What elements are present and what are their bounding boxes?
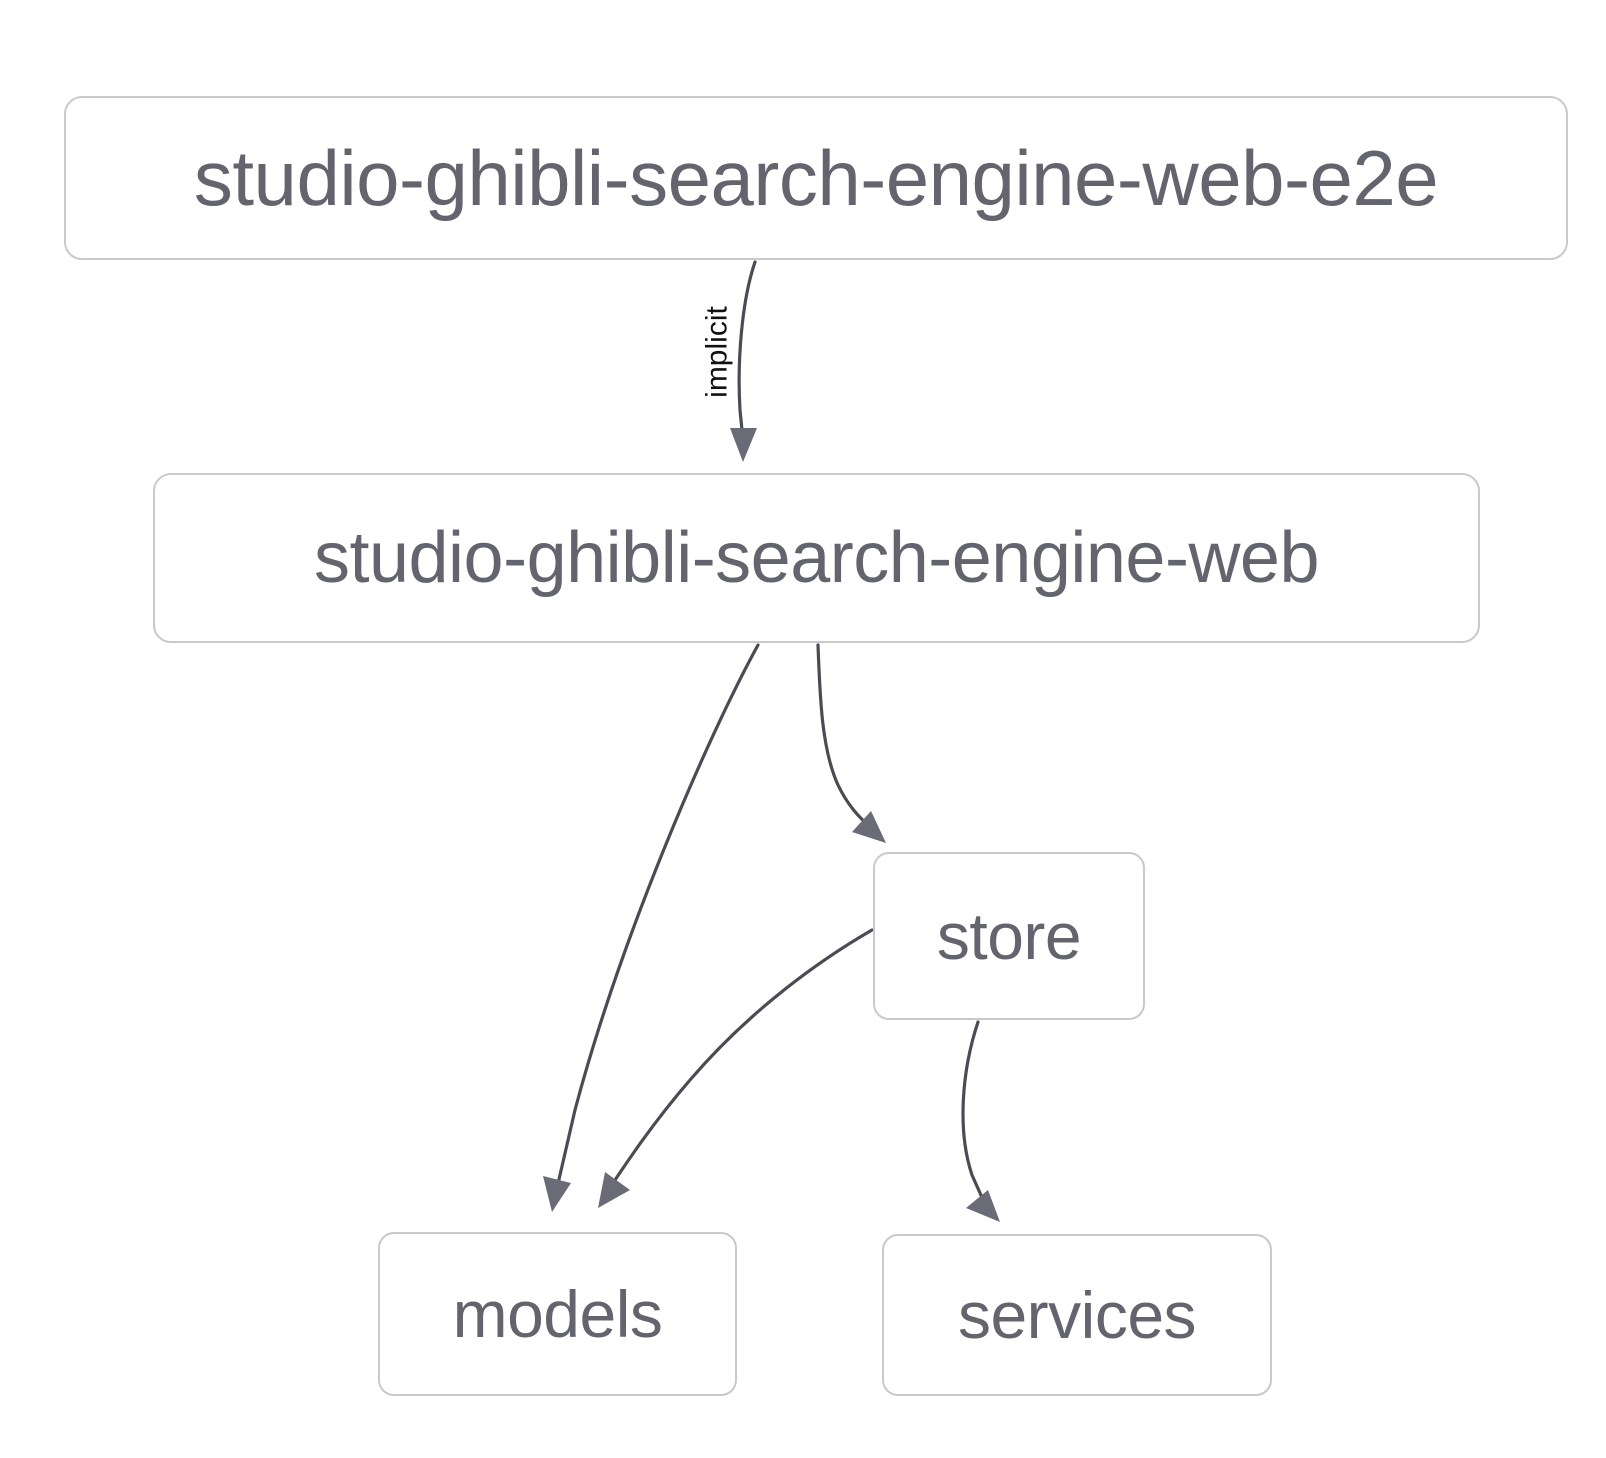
node-label: models <box>452 1277 663 1351</box>
node-label: services <box>957 1278 1197 1352</box>
node-label: studio-ghibli-search-engine-web-e2e <box>193 134 1439 222</box>
node-models[interactable]: models <box>378 1232 737 1396</box>
edge-web-to-models <box>543 643 760 1212</box>
edge-store-to-models <box>598 928 874 1208</box>
edge-label-implicit: implicit <box>700 306 734 398</box>
node-label: studio-ghibli-search-engine-web <box>313 518 1320 598</box>
edge-store-to-services <box>961 1020 1000 1222</box>
edge-e2e-to-web <box>730 260 757 462</box>
node-label: store <box>936 899 1082 973</box>
edge-web-to-store <box>816 643 886 843</box>
node-studio-ghibli-search-engine-web[interactable]: studio-ghibli-search-engine-web <box>153 473 1480 643</box>
node-store[interactable]: store <box>873 852 1145 1020</box>
node-studio-ghibli-search-engine-web-e2e[interactable]: studio-ghibli-search-engine-web-e2e <box>64 96 1568 260</box>
node-services[interactable]: services <box>882 1234 1272 1396</box>
